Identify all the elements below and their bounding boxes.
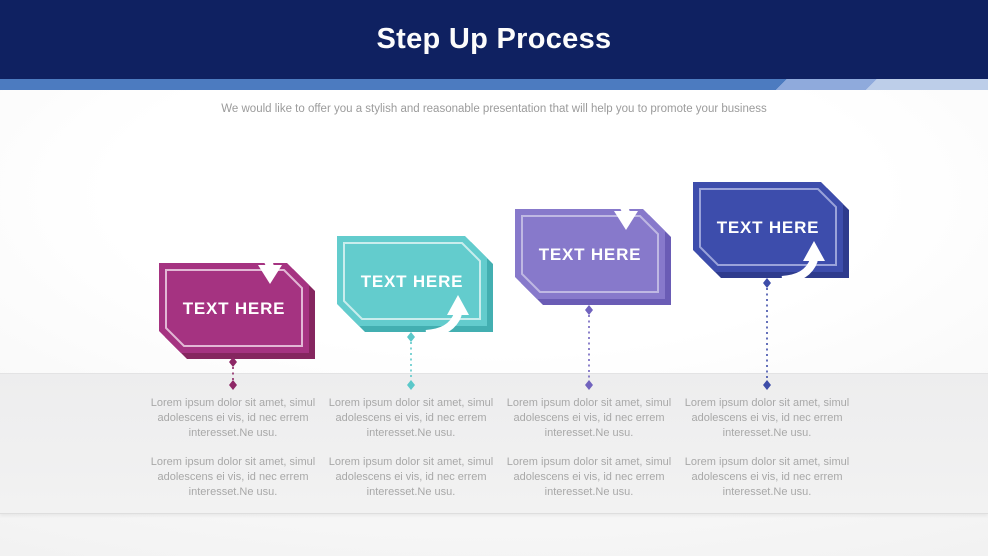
step-inner-border	[343, 242, 481, 320]
slide-subtitle: We would like to offer you a stylish and…	[221, 103, 767, 115]
text-column-2: Lorem ipsum dolor sit amet, simul adoles…	[322, 396, 500, 514]
stripe-segment-light	[866, 79, 988, 90]
dotted-connector-2	[407, 332, 415, 390]
dotted-connector-4	[763, 278, 771, 390]
diamond-endpoint	[407, 380, 415, 390]
diamond-endpoint	[229, 357, 237, 367]
step-shape	[515, 209, 665, 299]
diamond-endpoint	[585, 380, 593, 390]
step-shape	[693, 182, 843, 272]
diamond-endpoint	[407, 332, 415, 342]
text-column-1: Lorem ipsum dolor sit amet, simul adoles…	[144, 396, 322, 514]
step-label: TEXT HERE	[539, 245, 642, 264]
body-paragraph: Lorem ipsum dolor sit amet, simul adoles…	[506, 397, 672, 439]
diamond-endpoint	[585, 305, 593, 315]
step-label: TEXT HERE	[717, 218, 820, 237]
step-inner-border	[521, 215, 659, 293]
body-paragraph: Lorem ipsum dolor sit amet, simul adoles…	[684, 456, 850, 498]
step-inner-border	[165, 269, 303, 347]
diamond-endpoint	[763, 278, 771, 288]
curved-arrow-up-icon	[781, 241, 825, 284]
stripe-segment-medium	[776, 79, 877, 90]
title-bar: Step Up Process	[0, 0, 988, 79]
text-column-3: Lorem ipsum dolor sit amet, simul adoles…	[500, 396, 678, 514]
step-shape	[337, 236, 487, 326]
curved-arrow-down-icon	[244, 246, 282, 284]
background-band	[0, 373, 988, 514]
dotted-connector-1	[229, 357, 237, 390]
curved-arrow-down-icon	[600, 192, 638, 230]
step-inner-border	[699, 188, 837, 266]
step-box-1: TEXT HERE	[158, 246, 316, 361]
body-paragraph: Lorem ipsum dolor sit amet, simul adoles…	[150, 456, 316, 498]
body-paragraph: Lorem ipsum dolor sit amet, simul adoles…	[328, 397, 494, 439]
step-box-4: TEXT HERE	[692, 182, 850, 284]
dotted-connector-3	[585, 305, 593, 390]
stripe-segment-dark	[0, 79, 787, 90]
step-label: TEXT HERE	[183, 299, 286, 318]
diamond-endpoint	[229, 380, 237, 390]
text-column-4: Lorem ipsum dolor sit amet, simul adoles…	[678, 396, 856, 514]
body-paragraph: Lorem ipsum dolor sit amet, simul adoles…	[150, 397, 316, 439]
curved-arrow-up-icon	[425, 295, 469, 338]
page-title: Step Up Process	[376, 23, 612, 55]
accent-stripe	[0, 79, 988, 90]
diamond-endpoint	[763, 380, 771, 390]
step-label: TEXT HERE	[361, 272, 464, 291]
body-paragraph: Lorem ipsum dolor sit amet, simul adoles…	[328, 456, 494, 498]
step-box-2: TEXT HERE	[336, 236, 494, 338]
step-box-3: TEXT HERE	[514, 192, 672, 307]
body-paragraph: Lorem ipsum dolor sit amet, simul adoles…	[684, 397, 850, 439]
body-paragraph: Lorem ipsum dolor sit amet, simul adoles…	[506, 456, 672, 498]
step-shape	[159, 263, 309, 353]
